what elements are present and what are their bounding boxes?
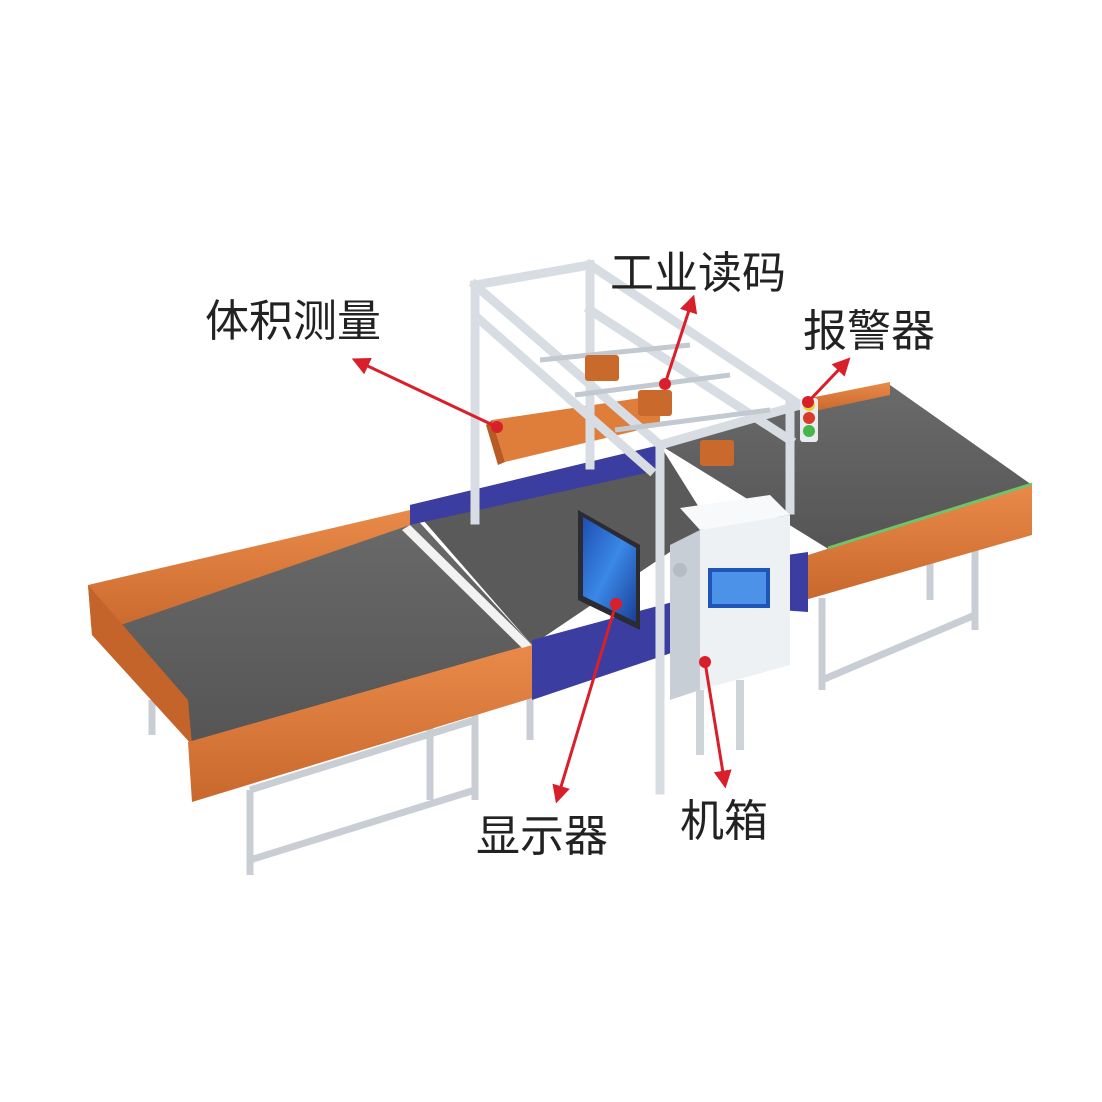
right-conveyor (660, 382, 1033, 612)
label-industrial-code-reader: 工业读码 (610, 248, 786, 299)
label-volume-measurement: 体积测量 (205, 296, 381, 347)
left-conveyor-legs (148, 685, 534, 875)
monitor-icon (578, 510, 640, 630)
barcode-scanner-icon (585, 355, 734, 466)
gantry-crossbars (539, 342, 771, 433)
left-conveyor (88, 510, 532, 802)
label-display: 显示器 (476, 811, 608, 862)
label-alarm: 报警器 (803, 306, 935, 357)
control-cabinet (670, 495, 790, 755)
label-cabinet: 机箱 (680, 796, 768, 847)
pointer-arrows (351, 294, 851, 804)
